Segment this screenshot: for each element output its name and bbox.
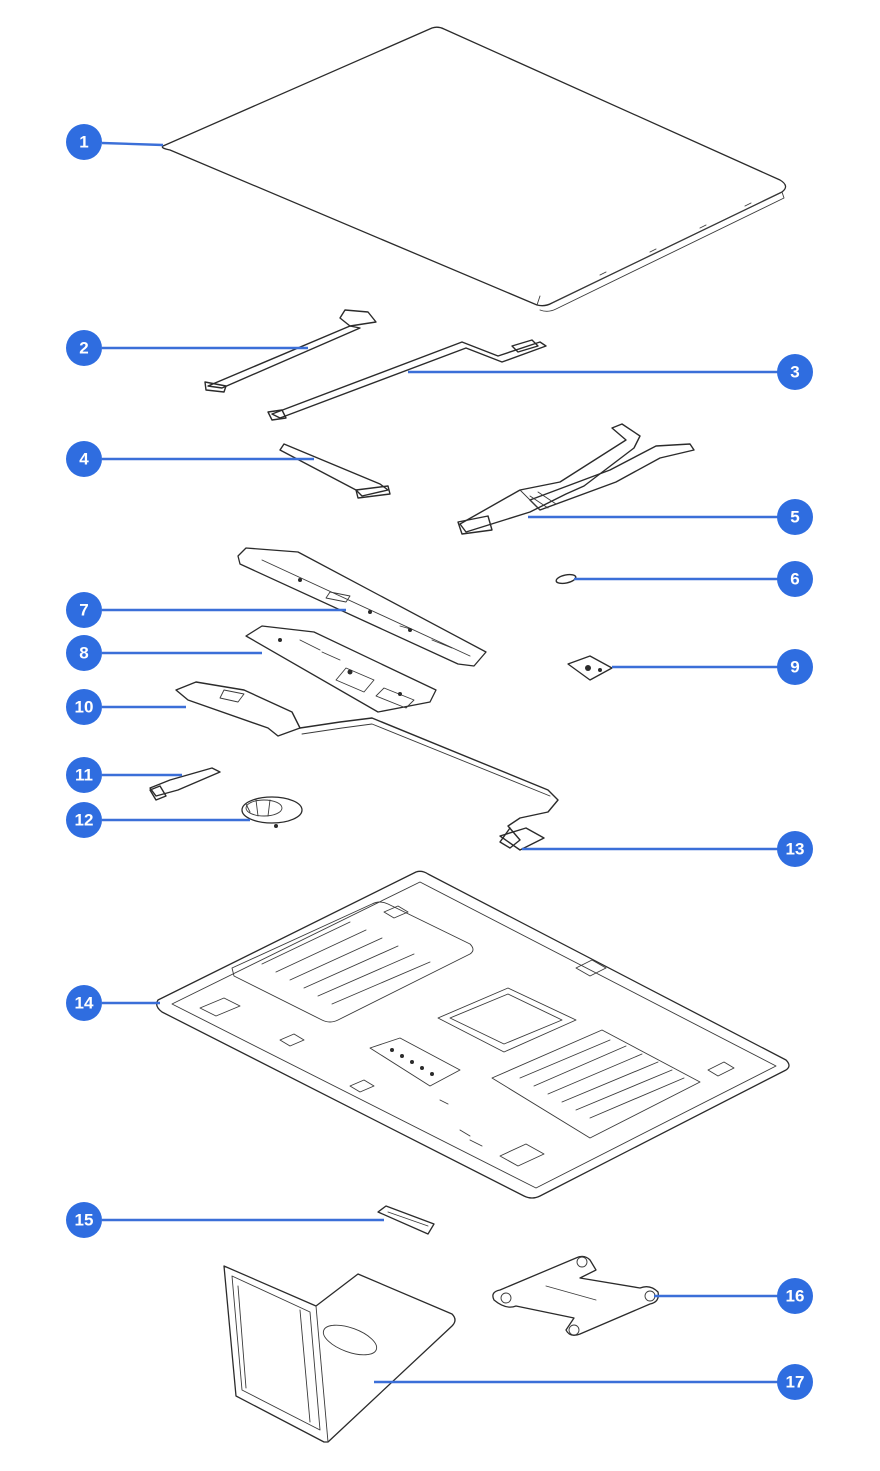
callout-15: 15 [66, 1202, 102, 1238]
callout-16-label: 16 [786, 1287, 805, 1306]
part-16-h-bracket [492, 1255, 659, 1336]
callout-3: 3 [777, 354, 813, 390]
callout-9: 9 [777, 649, 813, 685]
callout-4: 4 [66, 441, 102, 477]
callout-10-label: 10 [75, 698, 94, 717]
callout-5: 5 [777, 499, 813, 535]
callout-12-label: 12 [75, 811, 94, 830]
callout-13: 13 [777, 831, 813, 867]
leader-1 [101, 141, 164, 147]
callout-11-label: 11 [75, 766, 93, 785]
callout-9-label: 9 [790, 658, 799, 677]
callout-2: 2 [66, 330, 102, 366]
part-2-flex-cable [204, 309, 377, 393]
part-4-ribbon-cable [279, 443, 391, 499]
callout-15-label: 15 [75, 1211, 94, 1230]
part-10-harness-bracket [175, 681, 301, 737]
part-12-fan [241, 796, 303, 828]
part-13-cable-harness [299, 717, 559, 851]
callout-6: 6 [777, 561, 813, 597]
part-11-button-flex [149, 767, 221, 801]
part-1-display-panel [161, 26, 787, 312]
callout-8: 8 [66, 635, 102, 671]
callout-8-label: 8 [79, 644, 88, 663]
part-5-wide-flex-cable [457, 423, 695, 535]
callout-11: 11 [66, 757, 102, 793]
callout-6-label: 6 [790, 570, 799, 589]
part-7-shield-bracket [237, 547, 487, 667]
leader-lines [101, 141, 778, 1384]
callout-4-label: 4 [79, 450, 89, 469]
callout-13-label: 13 [786, 840, 805, 859]
callout-5-label: 5 [790, 508, 799, 527]
part-8-logic-board [245, 625, 437, 713]
callout-3-label: 3 [790, 363, 799, 382]
callout-7-label: 7 [79, 601, 88, 620]
callout-1-label: 1 [79, 133, 88, 152]
callout-17-label: 17 [786, 1373, 805, 1392]
part-9-small-board [567, 655, 613, 681]
callout-1: 1 [66, 124, 102, 160]
callout-16: 16 [777, 1278, 813, 1314]
callout-10: 10 [66, 689, 102, 725]
part-3-flex-cable [267, 339, 547, 421]
part-17-stand [223, 1265, 456, 1443]
callout-12: 12 [66, 802, 102, 838]
callout-2-label: 2 [79, 339, 88, 358]
callout-14-label: 14 [75, 994, 94, 1013]
part-14-chassis [156, 870, 790, 1199]
callout-7: 7 [66, 592, 102, 628]
part-15-small-bar [377, 1205, 435, 1235]
callout-14: 14 [66, 985, 102, 1021]
part-6-small-clip [555, 573, 577, 585]
callout-17: 17 [777, 1364, 813, 1400]
